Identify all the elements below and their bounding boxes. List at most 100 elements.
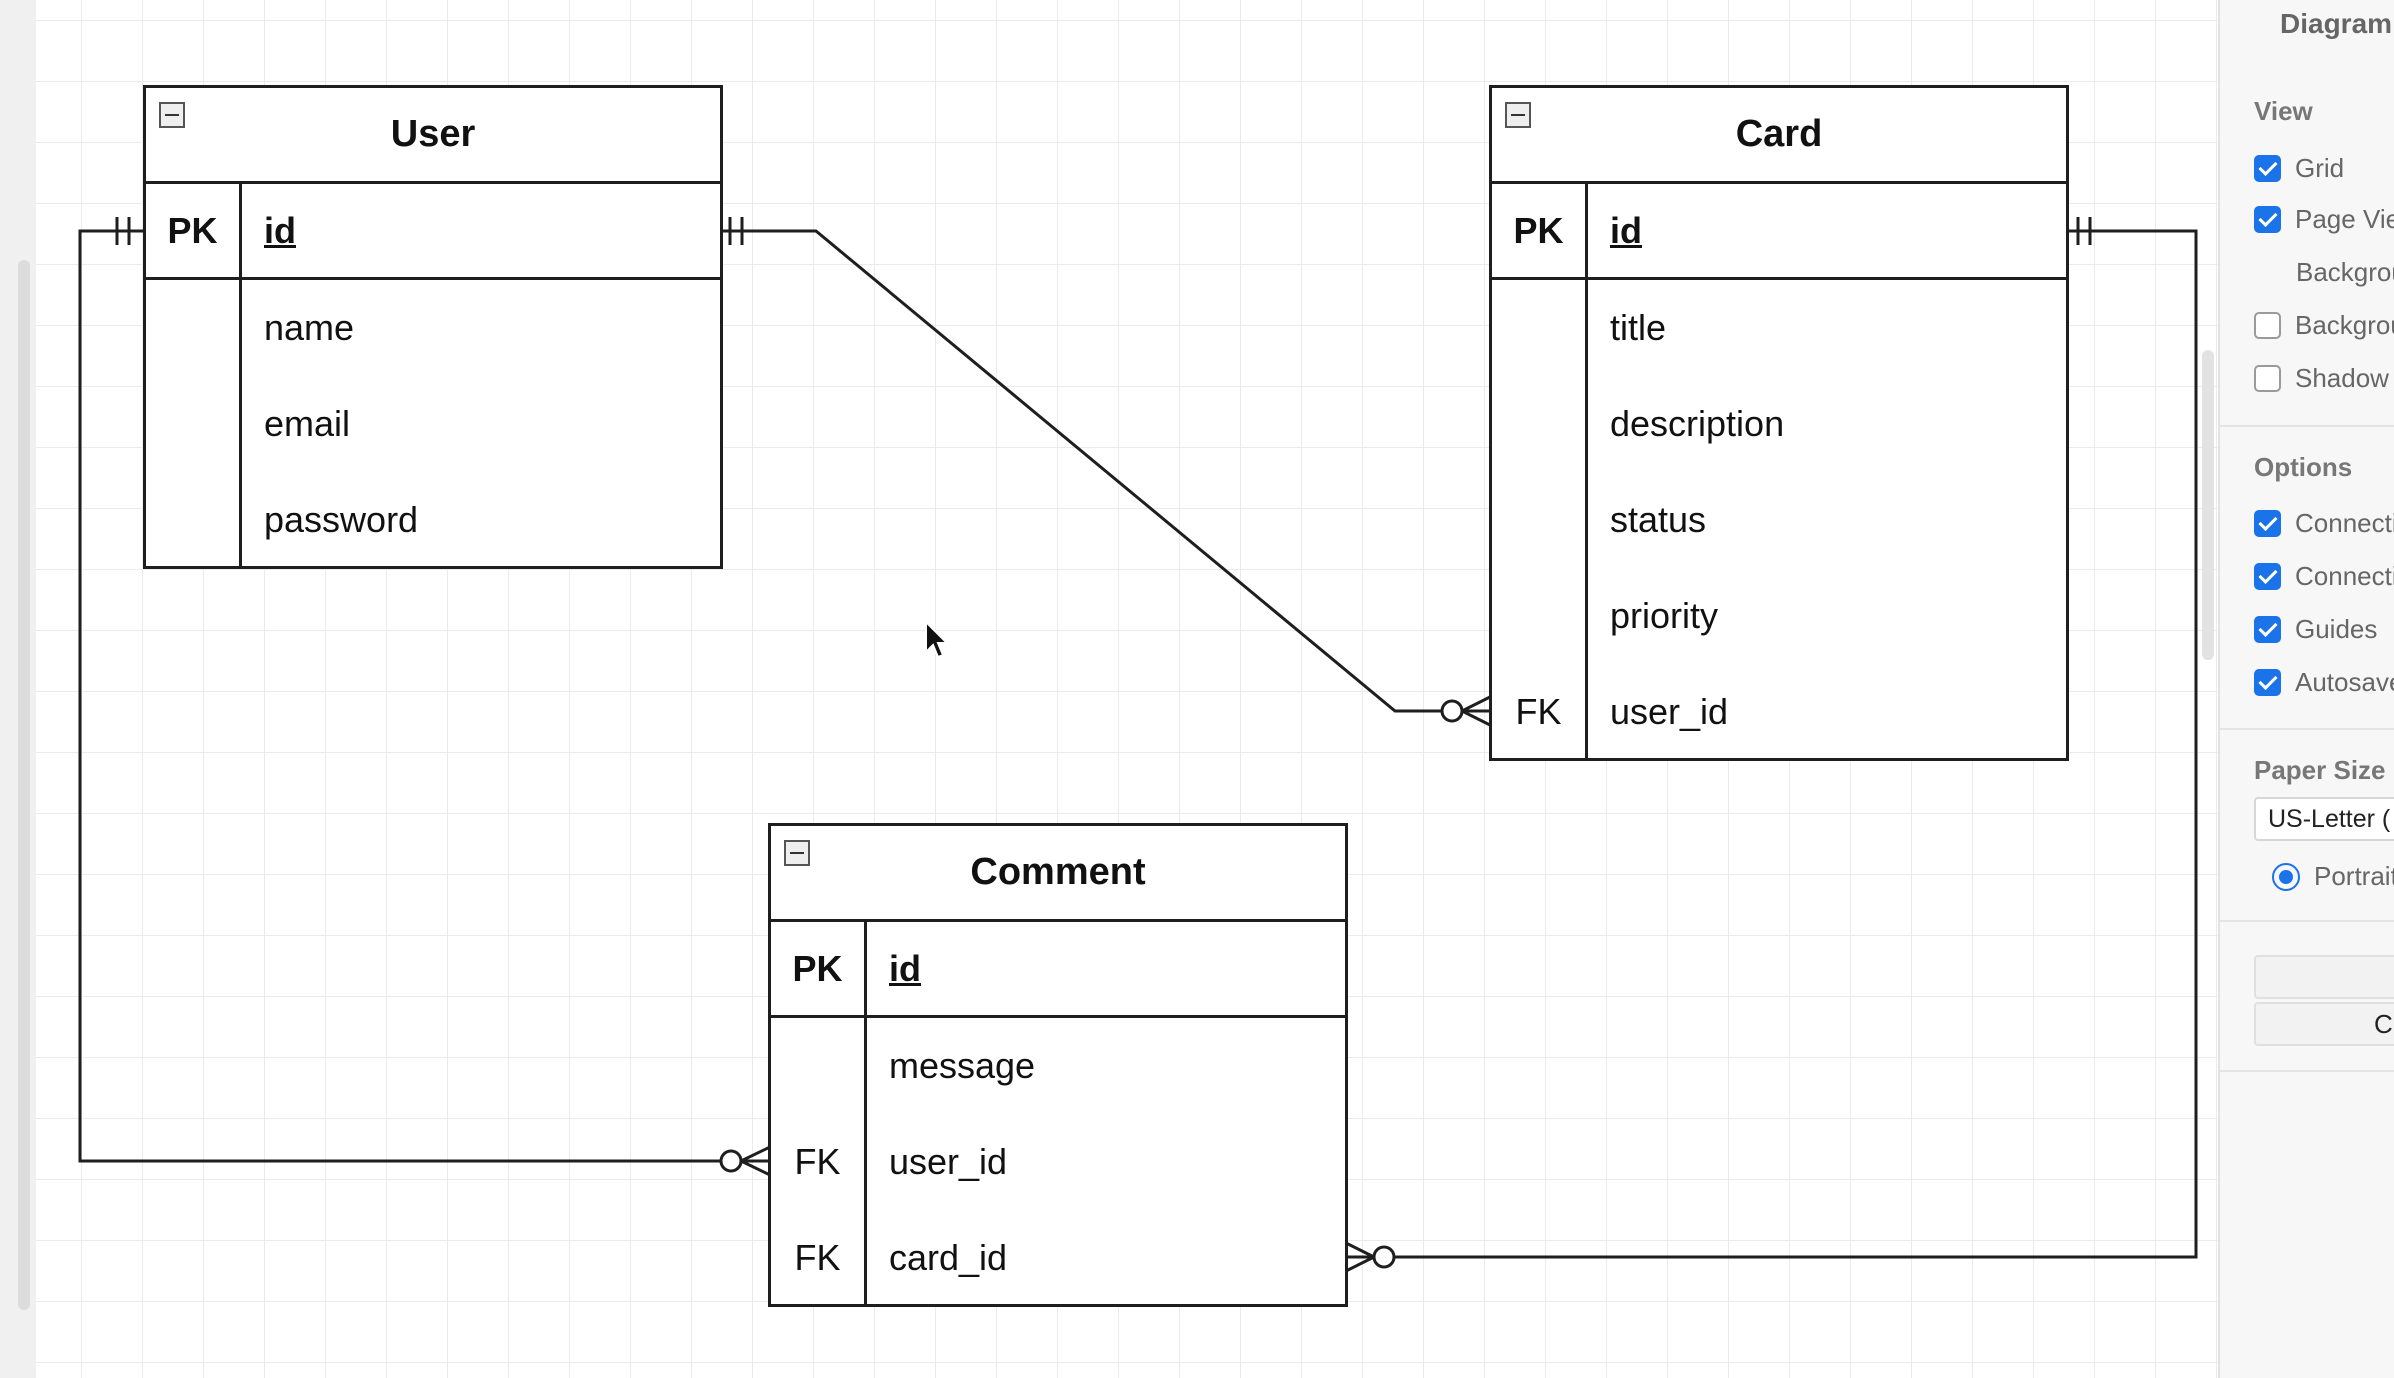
options-section-label: Options <box>2254 452 2353 482</box>
field-cell: status <box>1610 499 1707 540</box>
option-background-image[interactable]: Background <box>2254 310 2394 341</box>
pk-row[interactable]: PK id <box>146 184 720 280</box>
panel-button-blank[interactable] <box>2254 955 2394 999</box>
entity-user[interactable]: User PK id name email password <box>143 85 723 569</box>
entity-user-header[interactable]: User <box>146 88 720 184</box>
paper-size-select[interactable]: US-Letter ( <box>2254 797 2394 841</box>
key-cell <box>1492 568 1588 664</box>
key-cell <box>146 472 242 568</box>
orientation-portrait[interactable]: Portrait <box>2272 861 2394 892</box>
option-label: Connection Points <box>2295 561 2394 591</box>
divider <box>2220 1070 2394 1072</box>
panel-button[interactable]: C <box>2254 1002 2394 1046</box>
field-row[interactable]: email <box>146 376 720 472</box>
key-cell <box>1492 376 1588 472</box>
entity-title: User <box>390 113 476 155</box>
pk-row[interactable]: PK id <box>1492 184 2066 280</box>
option-label: Shadow <box>2295 363 2389 393</box>
entity-comment-header[interactable]: Comment <box>771 826 1345 922</box>
left-panel-scrollbar[interactable] <box>18 260 30 1310</box>
key-cell: PK <box>146 184 242 277</box>
option-label: Background <box>2295 310 2394 340</box>
key-cell: FK <box>771 1210 867 1306</box>
entity-card-header[interactable]: Card <box>1492 88 2066 184</box>
field-row[interactable]: name <box>146 280 720 376</box>
option-background-color[interactable]: Background <box>2296 257 2394 288</box>
entity-comment[interactable]: Comment PK id message FK user_id FK card… <box>768 823 1348 1307</box>
option-shadow[interactable]: Shadow <box>2254 363 2389 394</box>
entity-title: Comment <box>970 851 1146 893</box>
field-row[interactable]: FK card_id <box>771 1210 1345 1306</box>
divider <box>2220 425 2394 427</box>
key-cell: FK <box>1492 664 1588 760</box>
key-cell <box>771 1018 867 1114</box>
relationship-connectors <box>78 217 2198 1273</box>
field-row[interactable]: description <box>1492 376 2066 472</box>
key-cell: PK <box>1492 184 1588 277</box>
paper-size-label: Paper Size <box>2254 755 2386 785</box>
checkbox-checked-icon[interactable] <box>2254 155 2281 182</box>
field-cell: user_id <box>889 1141 1008 1182</box>
field-cell: card_id <box>889 1237 1008 1278</box>
option-guides[interactable]: Guides <box>2254 614 2377 645</box>
field-cell: message <box>889 1045 1036 1086</box>
checkbox-checked-icon[interactable] <box>2254 669 2281 696</box>
key-cell <box>1492 280 1588 376</box>
field-cell: name <box>264 307 355 348</box>
collapse-icon[interactable] <box>1505 102 1531 128</box>
option-connection-arrows[interactable]: Connection Arrows <box>2254 508 2394 539</box>
mouse-cursor-icon <box>925 620 950 659</box>
option-label: Guides <box>2295 614 2378 644</box>
connector-user-card[interactable] <box>722 217 1491 727</box>
field-row[interactable]: FK user_id <box>1492 664 2066 760</box>
checkbox-checked-icon[interactable] <box>2254 206 2281 233</box>
checkbox-unchecked-icon[interactable] <box>2254 365 2281 392</box>
option-grid[interactable]: Grid <box>2254 153 2344 184</box>
field-cell: title <box>1610 307 1667 348</box>
panel-title: Diagram <box>2280 8 2393 39</box>
connector-card-comment[interactable] <box>1345 217 2198 1273</box>
collapse-icon[interactable] <box>784 840 810 866</box>
canvas-scrollbar[interactable] <box>2202 350 2214 660</box>
entity-card[interactable]: Card PK id title description status prio… <box>1489 85 2069 761</box>
pk-row[interactable]: PK id <box>771 922 1345 1018</box>
field-cell: id <box>264 209 296 251</box>
field-cell: id <box>1610 209 1642 251</box>
checkbox-unchecked-icon[interactable] <box>2254 312 2281 339</box>
field-cell: password <box>264 499 419 540</box>
format-panel: Diagram View Grid Page View Background B… <box>2218 0 2394 1378</box>
option-label: Portrait <box>2314 861 2394 891</box>
collapse-icon[interactable] <box>159 102 185 128</box>
field-row[interactable]: FK user_id <box>771 1114 1345 1210</box>
field-cell: priority <box>1610 595 1719 636</box>
checkbox-checked-icon[interactable] <box>2254 563 2281 590</box>
key-cell <box>1492 472 1588 568</box>
radio-selected-icon[interactable] <box>2272 862 2300 891</box>
field-row[interactable]: title <box>1492 280 2066 376</box>
field-row[interactable]: priority <box>1492 568 2066 664</box>
checkbox-checked-icon[interactable] <box>2254 616 2281 643</box>
field-cell: description <box>1610 403 1785 444</box>
option-connection-points[interactable]: Connection Points <box>2254 561 2394 592</box>
connector-user-comment[interactable] <box>78 217 771 1177</box>
option-label: Grid <box>2295 153 2345 183</box>
key-cell <box>146 376 242 472</box>
option-autosave[interactable]: Autosave <box>2254 667 2394 698</box>
checkbox-checked-icon[interactable] <box>2254 510 2281 537</box>
key-cell: FK <box>771 1114 867 1210</box>
key-cell <box>146 280 242 376</box>
field-row[interactable]: password <box>146 472 720 568</box>
divider <box>2220 920 2394 922</box>
divider <box>2220 728 2394 730</box>
option-label: Page View <box>2295 204 2394 234</box>
field-cell: user_id <box>1610 691 1729 732</box>
field-row[interactable]: message <box>771 1018 1345 1114</box>
option-page-view[interactable]: Page View <box>2254 204 2394 235</box>
key-cell: PK <box>771 922 867 1015</box>
field-row[interactable]: status <box>1492 472 2066 568</box>
view-section-label: View <box>2254 96 2313 126</box>
entity-title: Card <box>1735 113 1823 155</box>
option-label: Connection Arrows <box>2295 508 2394 538</box>
option-label: Background <box>2296 257 2394 287</box>
option-label: Autosave <box>2295 667 2394 697</box>
